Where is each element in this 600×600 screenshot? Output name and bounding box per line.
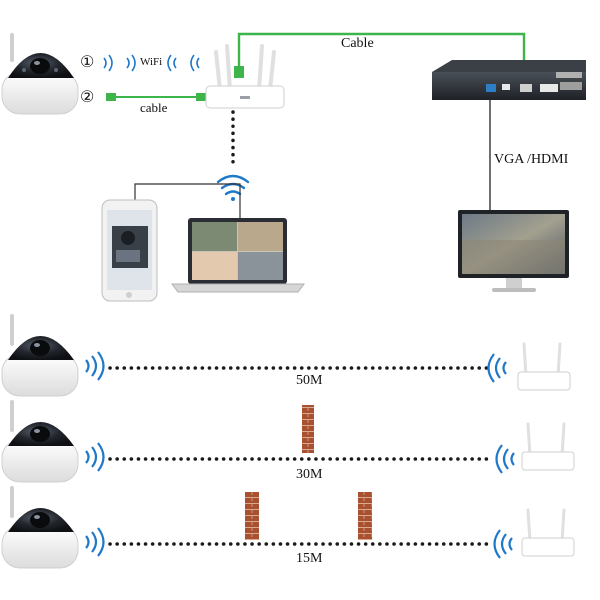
nvr-recorder — [432, 60, 586, 100]
range-row-1-distance-label: 50M — [296, 373, 323, 388]
router — [205, 44, 285, 109]
range-row-3 — [1, 486, 575, 569]
option-2-marker: ② — [80, 89, 95, 106]
range-row-2-distance-label: 30M — [296, 467, 323, 482]
client-connector — [134, 183, 241, 218]
range-row-2 — [1, 400, 575, 483]
top-camera — [1, 33, 79, 115]
row2-camera — [1, 400, 79, 483]
row3-wifi-out-icon — [85, 527, 105, 557]
row2-wifi-in-icon — [495, 444, 515, 474]
wifi-label: WiFi — [140, 56, 163, 68]
range-row-3-distance-label: 15M — [296, 551, 323, 566]
cable-link-row — [106, 93, 206, 101]
wifi-link-row — [103, 54, 200, 72]
row2-wifi-out-icon — [85, 442, 105, 472]
row3-camera — [1, 486, 79, 569]
cable-small-label: cable — [140, 100, 168, 115]
row1-camera — [1, 314, 79, 397]
monitor — [458, 210, 569, 292]
smartphone — [101, 199, 158, 302]
vga-hdmi-label: VGA /HDMI — [494, 152, 569, 167]
laptop — [171, 218, 305, 293]
row3-wifi-in-icon — [493, 529, 513, 559]
row2-wall-1 — [302, 405, 314, 453]
row3-router — [521, 508, 575, 557]
option-1-marker: ① — [80, 54, 95, 71]
row1-wifi-out-icon — [85, 351, 105, 381]
row1-router — [517, 342, 571, 391]
row3-wall-1 — [245, 492, 259, 540]
row3-wall-2 — [358, 492, 372, 540]
wifi-waves-icon — [103, 54, 200, 72]
row2-router — [521, 422, 575, 471]
row1-wifi-in-icon — [487, 353, 507, 383]
range-row-1 — [1, 314, 571, 397]
wifi-broadcast-icon — [216, 174, 250, 201]
cable-top-label: Cable — [341, 36, 374, 51]
